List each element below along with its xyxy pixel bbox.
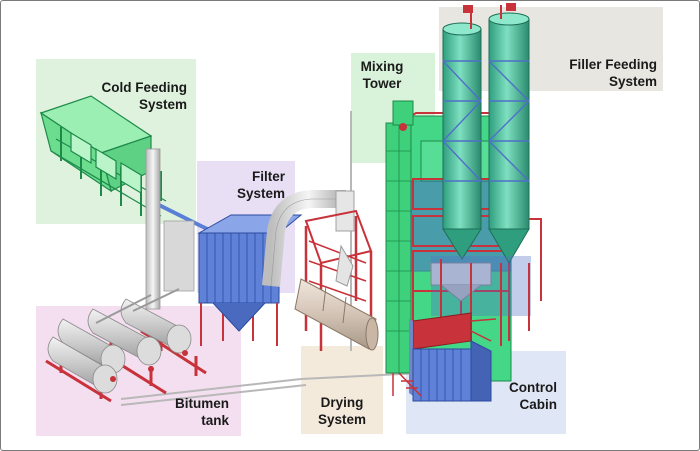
chimney <box>145 148 161 310</box>
label-bitumen-tank: Bitumen tank <box>175 396 229 428</box>
control-cabin-building <box>409 312 497 402</box>
label-control-cabin: Control Cabin <box>509 380 557 412</box>
label-cold-feeding-system: Cold Feeding System <box>101 80 188 112</box>
drying-drum <box>294 209 379 351</box>
tower-stairs <box>392 372 422 397</box>
label-drying-system: Drying System <box>317 395 367 427</box>
cold-feeding-hoppers <box>39 95 167 217</box>
exhaust-duct <box>262 190 355 287</box>
label-filler-feeding-system: Filler Feeding System <box>569 57 657 89</box>
filler-silos <box>431 3 542 346</box>
label-filter-system: Filter System <box>236 169 285 201</box>
cyclone-body <box>163 220 195 292</box>
label-mixing-tower: Mixing Tower <box>360 59 404 91</box>
bitumen-tanks <box>45 288 207 403</box>
drying-zone <box>301 346 383 434</box>
